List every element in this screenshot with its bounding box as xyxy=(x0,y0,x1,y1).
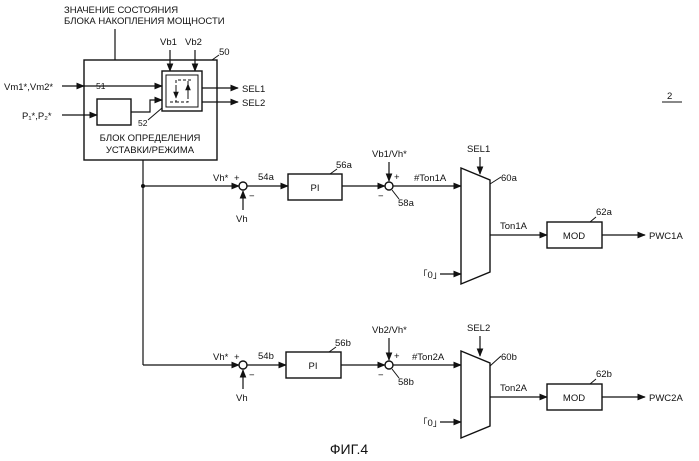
input-p: P₁*,P₂* xyxy=(22,111,52,122)
limiter-block xyxy=(97,99,131,125)
a-sum2-plus: + xyxy=(394,172,400,183)
output-sel2: SEL2 xyxy=(242,98,265,109)
b-summing-junction xyxy=(239,361,247,369)
a-multiplier-junction xyxy=(385,182,393,190)
b-ratio-label: Vb2/Vh* xyxy=(372,325,407,336)
a-sum-input-label: Vh* xyxy=(213,173,229,184)
a-feedback-label: Vh xyxy=(236,214,248,225)
a-mod-label: MOD xyxy=(563,231,585,242)
b-pi-ref: 56b xyxy=(335,338,351,349)
b-mod-leader xyxy=(590,379,596,384)
b-feedback-label: Vh xyxy=(236,393,248,404)
sub-ref-52: 52 xyxy=(138,118,148,128)
b-sum-ref: 54b xyxy=(258,351,274,362)
b-sum-plus: + xyxy=(234,352,240,363)
a-zero-input: 「0」 xyxy=(418,270,442,281)
b-sum2-minus: − xyxy=(378,370,384,381)
a-mux-leader xyxy=(490,177,501,184)
a-mod-ref: 62a xyxy=(596,207,613,218)
channel-b: Vh* + − 54b Vh PI 56b Vb2/Vh* + − 58b #T… xyxy=(143,323,683,438)
block-ref-50: 50 xyxy=(219,47,230,58)
a-summing-junction xyxy=(239,182,247,190)
a-mux-ref: 60a xyxy=(501,173,518,184)
a-ton-out: Ton1A xyxy=(500,221,528,232)
a-sum2-minus: − xyxy=(378,191,384,202)
output-sel1: SEL1 xyxy=(242,84,265,95)
b-multiplier-junction xyxy=(385,361,393,369)
input-vb1: Vb1 xyxy=(160,37,177,48)
b-mux-leader xyxy=(490,356,501,366)
a-sum2-leader xyxy=(392,190,399,199)
a-pi-leader xyxy=(330,169,337,174)
b-sum2-leader xyxy=(392,369,399,378)
a-ton-hash: #Ton1A xyxy=(414,173,447,184)
leader-50 xyxy=(212,55,219,60)
a-sel-label: SEL1 xyxy=(467,144,490,155)
a-sum-ref: 54a xyxy=(258,172,275,183)
a-sum2-ref: 58a xyxy=(398,198,415,209)
b-pi-label: PI xyxy=(309,361,318,372)
b-mod-ref: 62b xyxy=(596,369,612,380)
block-caption-line2: УСТАВКИ/РЕЖИМА xyxy=(106,145,195,156)
b-multiplexer xyxy=(461,351,490,438)
b-mux-ref: 60b xyxy=(501,352,517,363)
b-ton-out: Ton2A xyxy=(500,383,528,394)
b-mod-label: MOD xyxy=(563,393,585,404)
input-vm: Vm1*,Vm2* xyxy=(4,82,53,93)
a-sum-plus: + xyxy=(234,173,240,184)
a-pi-label: PI xyxy=(311,183,320,194)
a-sum-minus: − xyxy=(249,191,255,202)
a-pwc-out: PWC1A xyxy=(649,231,683,242)
b-sum-input-label: Vh* xyxy=(213,352,229,363)
top-note-line2: БЛОКА НАКОПЛЕНИЯ МОЩНОСТИ xyxy=(64,16,225,27)
b-sum2-plus: + xyxy=(394,351,400,362)
block-caption-line1: БЛОК ОПРЕДЕЛЕНИЯ xyxy=(100,133,201,144)
channel-a: Vh* + − 54a Vh PI 56a Vb1/Vh* + − 58a #T… xyxy=(143,144,683,284)
b-sum2-ref: 58b xyxy=(398,377,414,388)
a-pi-ref: 56a xyxy=(336,160,353,171)
b-sum-minus: − xyxy=(249,370,255,381)
b-ton-hash: #Ton2A xyxy=(412,352,445,363)
top-note-line1: ЗНАЧЕНИЕ СОСТОЯНИЯ xyxy=(64,5,178,16)
a-multiplexer xyxy=(461,168,490,284)
b-zero-input: 「0」 xyxy=(418,418,442,429)
hysteresis-block xyxy=(162,71,202,111)
b-sel-label: SEL2 xyxy=(467,323,490,334)
a-ratio-label: Vb1/Vh* xyxy=(372,149,407,160)
a-mod-leader xyxy=(590,217,596,222)
b-pwc-out: PWC2A xyxy=(649,393,683,404)
b-pi-leader xyxy=(329,347,336,352)
input-vb2: Vb2 xyxy=(185,37,202,48)
figure-ref: 2 xyxy=(667,91,672,102)
figure-caption: ФИГ.4 xyxy=(330,441,368,457)
